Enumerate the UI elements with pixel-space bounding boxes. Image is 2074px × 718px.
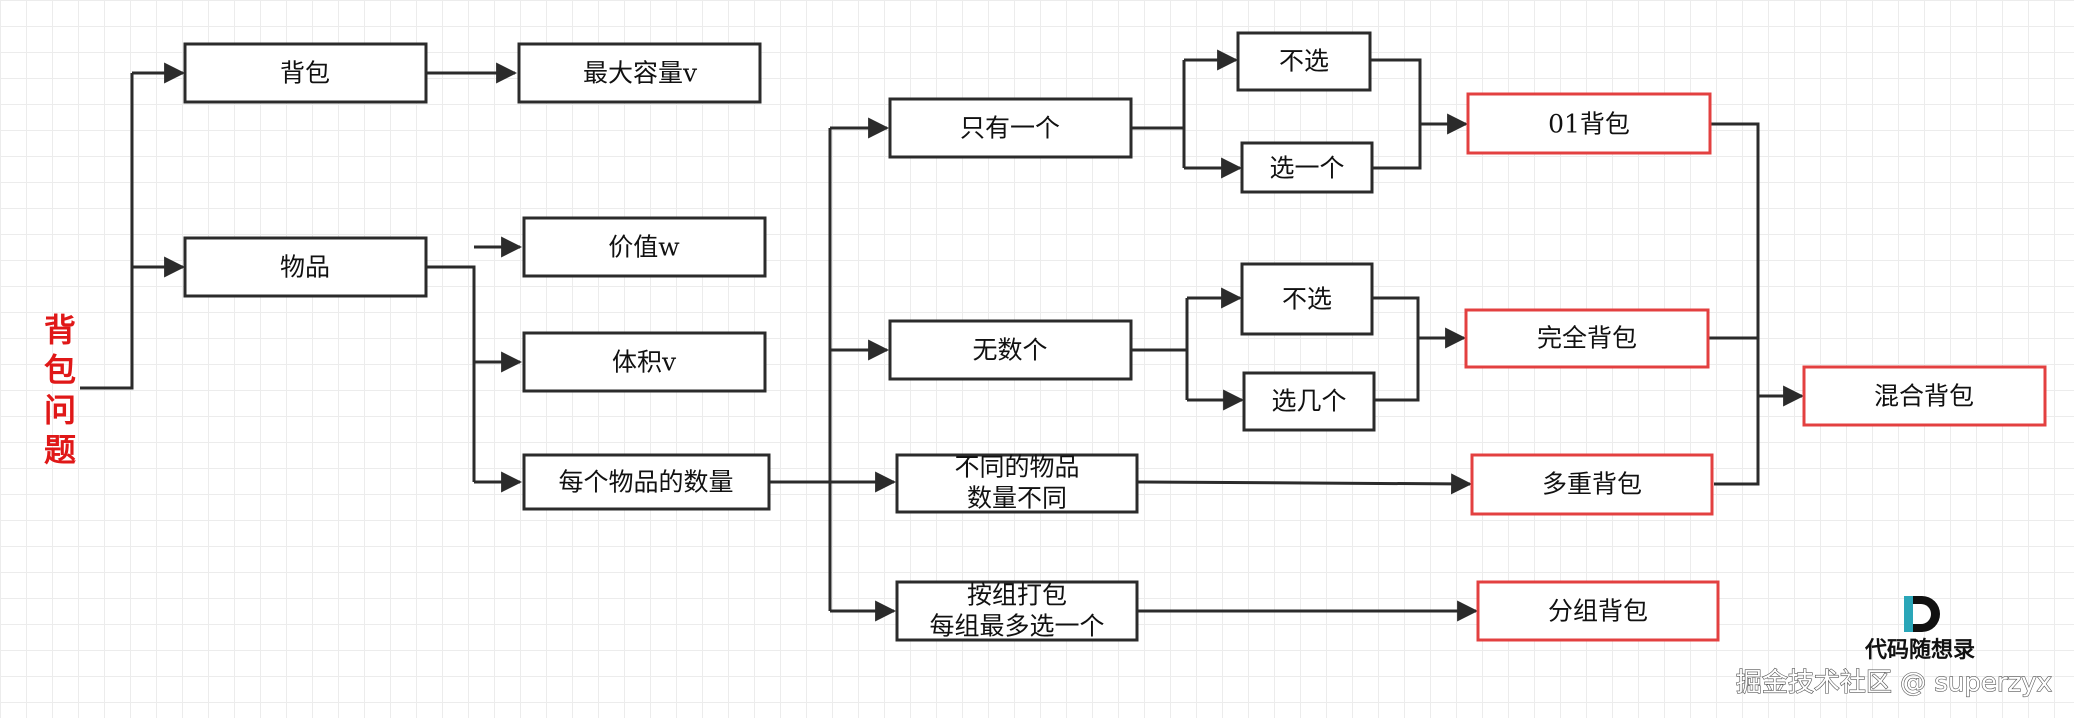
node-complete-knapsack-label: 完全背包 [1537, 324, 1637, 353]
logo: 代码随想录 [1864, 596, 1975, 663]
node-value: 价值w [522, 216, 767, 278]
root-label-char-3: 问 [44, 391, 76, 429]
connector-to-mixed [1708, 122, 1802, 486]
connectors [80, 49, 1802, 622]
node-group-knapsack-label: 分组背包 [1548, 597, 1648, 626]
node-diff-count-line2: 数量不同 [967, 484, 1067, 513]
node-value-label: 价值w [608, 233, 680, 262]
node-multiple-knapsack-label: 多重背包 [1542, 470, 1642, 499]
node-group-knapsack: 分组背包 [1476, 580, 1720, 642]
node-volume-label: 体积v [612, 348, 677, 377]
connector-root [80, 73, 134, 390]
node-not-select-1: 不选 [1236, 31, 1372, 92]
node-only-one-label: 只有一个 [960, 114, 1060, 143]
node-mixed-knapsack-label: 混合背包 [1874, 382, 1974, 411]
connector-to-complete [1372, 296, 1464, 402]
node-mixed-knapsack: 混合背包 [1802, 365, 2047, 427]
root-label-char-2: 包 [44, 351, 76, 389]
node-max-capacity-label: 最大容量v [583, 59, 698, 88]
node-beibao: 背包 [183, 42, 428, 104]
watermark-text: 掘金技术社区 @ superzyx [1736, 668, 2052, 698]
node-group-pack-line2: 每组最多选一个 [929, 612, 1104, 641]
node-select-one: 选一个 [1240, 141, 1374, 194]
node-beibao-label: 背包 [280, 59, 330, 88]
node-group-pack: 按组打包 每组最多选一个 [895, 580, 1139, 642]
node-wupin-label: 物品 [280, 253, 330, 282]
connector-wupin-trunk [426, 265, 476, 482]
node-only-one: 只有一个 [888, 97, 1133, 159]
node-max-capacity: 最大容量v [517, 42, 762, 104]
node-diff-count-line1: 不同的物品 [954, 453, 1079, 482]
node-volume: 体积v [522, 331, 767, 393]
node-infinite-label: 无数个 [972, 336, 1047, 365]
node-knapsack-01-label: 01背包 [1548, 110, 1630, 139]
logo-text: 代码随想录 [1864, 637, 1975, 663]
connector-infinite-trunk [1131, 298, 1189, 400]
node-select-one-label: 选一个 [1269, 154, 1344, 183]
node-select-several-label: 选几个 [1271, 387, 1346, 416]
node-knapsack-01: 01背包 [1466, 92, 1712, 155]
connector-onlyone-trunk [1131, 60, 1186, 168]
logo-d-icon [1904, 596, 1940, 632]
connector-to-01 [1370, 58, 1466, 170]
node-wupin: 物品 [183, 236, 428, 298]
node-multiple-knapsack: 多重背包 [1470, 453, 1714, 516]
node-select-several: 选几个 [1242, 371, 1376, 432]
node-count-each-label: 每个物品的数量 [558, 468, 733, 497]
node-count-each: 每个物品的数量 [522, 453, 771, 511]
root-label: 背 包 问 题 [44, 311, 76, 469]
node-diff-count: 不同的物品 数量不同 [895, 453, 1139, 514]
node-infinite: 无数个 [888, 319, 1133, 381]
root-label-char-4: 题 [44, 431, 76, 469]
node-complete-knapsack: 完全背包 [1464, 308, 1710, 369]
connector-diff-multiple [1136, 473, 1473, 495]
node-not-select-2: 不选 [1240, 262, 1374, 336]
node-group-pack-line1: 按组打包 [967, 581, 1067, 610]
connector-count-trunk [769, 128, 832, 611]
node-not-select-1-label: 不选 [1279, 47, 1329, 76]
root-label-char-1: 背 [44, 311, 76, 349]
node-not-select-2-label: 不选 [1282, 285, 1332, 314]
